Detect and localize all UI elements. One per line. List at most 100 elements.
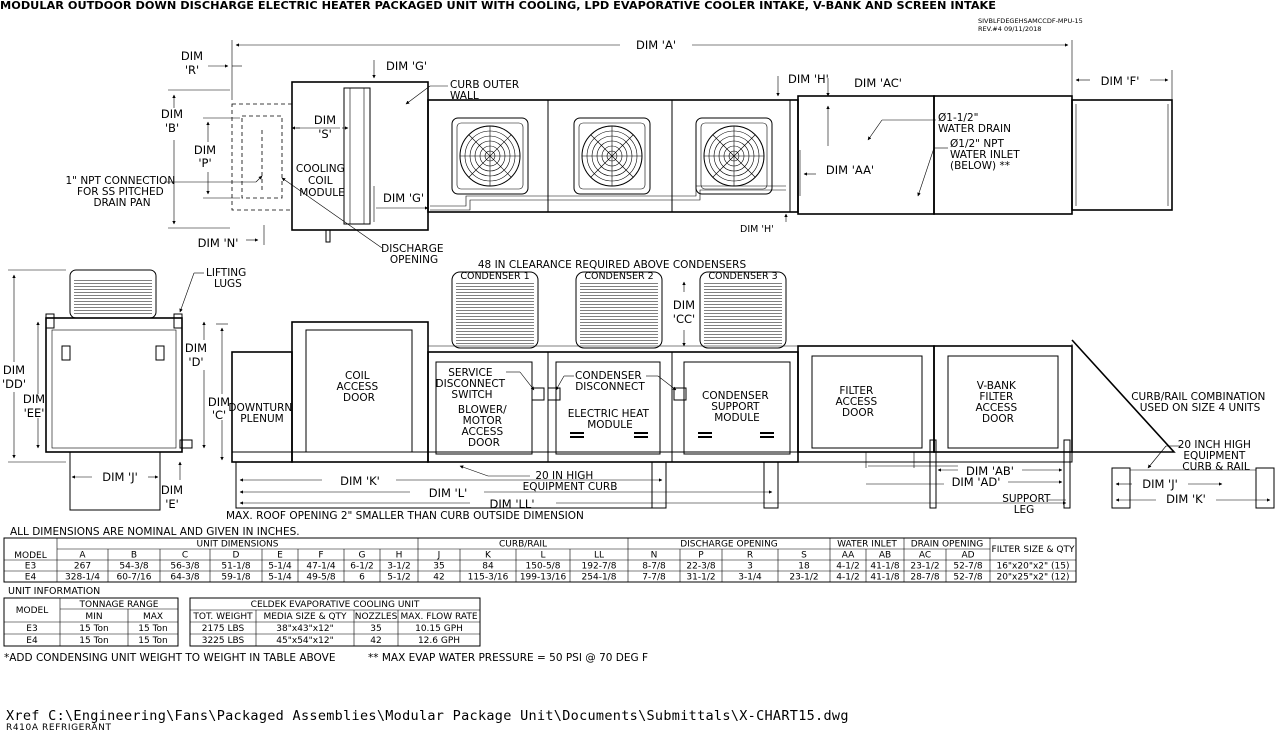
- table-cell: 6-1/2: [350, 562, 373, 572]
- table-cell: E3: [25, 562, 36, 572]
- celdek-column-header: MAX. FLOW RATE: [400, 612, 477, 622]
- table-cell: 28-7/8: [910, 573, 939, 583]
- dim-g-top-label: DIM 'G': [386, 59, 427, 73]
- blower-motor-label: BLOWER/ MOTOR ACCESS DOOR: [458, 404, 510, 449]
- table-cell: 4-1/2: [836, 562, 859, 572]
- table-cell: 49-5/8: [306, 573, 335, 583]
- curb-rail-combo-label: CURB/RAIL COMBINATION USED ON SIZE 4 UNI…: [1131, 391, 1269, 414]
- table-column-header: AC: [919, 551, 931, 561]
- footnote-pressure: ** MAX EVAP WATER PRESSURE = 50 PSI @ 70…: [368, 652, 648, 664]
- table-cell: 5-1/2: [387, 573, 410, 583]
- table-cell: 18: [798, 562, 810, 572]
- vbank-filter-label: V-BANK FILTER ACCESS DOOR: [976, 380, 1021, 425]
- table-group-header: FILTER SIZE & QTY: [992, 545, 1075, 555]
- curb-outer-wall-label: CURB OUTER WALL: [450, 79, 523, 102]
- table-cell: 60-7/16: [117, 573, 152, 583]
- table-cell: 59-1/8: [221, 573, 250, 583]
- table-cell: 150-5/8: [526, 562, 561, 572]
- table-cell: 15 Ton: [79, 636, 109, 646]
- refrigerant-note: R410A REFRIGERANT: [6, 723, 112, 733]
- table-cell: 3: [747, 562, 753, 572]
- condenser-support-label: CONDENSER SUPPORT MODULE: [702, 390, 772, 424]
- table-cell: 51-1/8: [221, 562, 250, 572]
- dim-ad-label: DIM 'AD': [952, 475, 1001, 489]
- condenser-1-label: CONDENSER 1: [460, 271, 529, 282]
- condenser-3: CONDENSER 3: [699, 271, 787, 349]
- dim-ll-label: DIM 'LL': [490, 497, 535, 511]
- table-cell: 4-1/2: [836, 573, 859, 583]
- end-view: [45, 269, 193, 511]
- drawing-number: SIVBLFDEGEHSAMCCDF-MPU-15: [978, 17, 1083, 25]
- table-column-header: L: [540, 551, 545, 561]
- dimension-table: ALL DIMENSIONS ARE NOMINAL AND GIVEN IN …: [3, 526, 1077, 583]
- support-leg-label: SUPPORT LEG: [1002, 493, 1054, 516]
- table-cell: 10.15 GPH: [415, 624, 463, 634]
- dim-d-label-2: 'D': [188, 355, 203, 369]
- discharge-opening-label: DISCHARGE OPENING: [381, 243, 447, 266]
- table-column-header: E: [277, 551, 283, 561]
- table-cell: 8-7/8: [642, 562, 666, 572]
- dim-n-label: DIM 'N': [198, 236, 239, 250]
- dim-ee-label-2: 'EE': [24, 406, 45, 420]
- table-cell: 3225 LBS: [202, 636, 245, 646]
- table-cell: 15 Ton: [79, 624, 109, 634]
- table-column-header: P: [698, 551, 704, 561]
- dim-h-lower-label: DIM 'H': [740, 224, 774, 235]
- dim-e-label-1: DIM: [161, 483, 183, 497]
- tonnage-model-header: MODEL: [16, 606, 48, 616]
- dim-s-label-2: 'S': [318, 127, 332, 141]
- table-cell: 47-1/4: [306, 562, 335, 572]
- dim-b-label-2: 'B': [165, 121, 179, 135]
- celdek-group-header: CELDEK EVAPORATIVE COOLING UNIT: [251, 600, 420, 610]
- side-view: 48 IN CLEARANCE REQUIRED ABOVE CONDENSER…: [2, 259, 1275, 522]
- dim-p-label-2: 'P': [198, 156, 211, 170]
- table-group-header: CURB/RAIL: [499, 540, 547, 550]
- dim-a-label: DIM 'A': [636, 38, 676, 52]
- dim-r-label-1: DIM: [181, 49, 203, 63]
- dim-b-label-1: DIM: [161, 107, 183, 121]
- table-group-header: WATER INLET: [837, 540, 897, 550]
- drawing-title: MODULAR OUTDOOR DOWN DISCHARGE ELECTRIC …: [0, 0, 996, 12]
- service-disconnect-label: SERVICE DISCONNECT SWITCH: [436, 367, 509, 401]
- table-column-header: S: [801, 551, 807, 561]
- table-cell: E4: [26, 636, 38, 646]
- dim-j-label: DIM 'J': [102, 470, 138, 484]
- table-cell: E3: [26, 624, 37, 634]
- dim-d-label-1: DIM: [185, 341, 207, 355]
- equipment-curb-label: 20 IN HIGH EQUIPMENT CURB: [523, 470, 618, 493]
- table-column-header: MODEL: [14, 551, 46, 561]
- table-column-header: G: [359, 551, 366, 561]
- footnote-weight: *ADD CONDENSING UNIT WEIGHT TO WEIGHT IN…: [4, 652, 335, 664]
- table-cell: 3-1/2: [387, 562, 410, 572]
- table-cell: 52-7/8: [953, 573, 982, 583]
- table-group-header: UNIT DIMENSIONS: [197, 540, 279, 550]
- table-cell: 3-1/4: [738, 573, 762, 583]
- cooling-coil-module-label: COOLING COIL MODULE: [296, 163, 348, 199]
- lifting-lugs-label: LIFTING LUGS: [206, 267, 250, 290]
- condenser-disconnect-label: CONDENSER DISCONNECT: [575, 370, 645, 393]
- table-cell: 192-7/8: [582, 562, 617, 572]
- table-cell: 15 Ton: [138, 624, 168, 634]
- table-cell: 267: [74, 562, 91, 572]
- table-cell: 12.6 GPH: [418, 636, 460, 646]
- table-cell: 254-1/8: [582, 573, 617, 583]
- condenser-2: CONDENSER 2: [575, 271, 663, 349]
- table-cell: 56-3/8: [170, 562, 199, 572]
- dim-ac-label: DIM 'AC': [854, 76, 902, 90]
- table-column-header: N: [651, 551, 658, 561]
- dim-j2-label: DIM 'J': [1142, 477, 1178, 491]
- dim-h-top-label: DIM 'H': [788, 72, 829, 86]
- tonnage-group-header: TONNAGE RANGE: [78, 600, 158, 610]
- condenser-2-label: CONDENSER 2: [584, 271, 653, 282]
- water-drain-label: Ø1-1/2" WATER DRAIN: [938, 112, 1011, 135]
- table-cell: 41-1/8: [870, 562, 899, 572]
- table-group-header: DRAIN OPENING: [911, 540, 984, 550]
- electric-heat-label: ELECTRIC HEAT MODULE: [568, 408, 653, 431]
- dim-f-label: DIM 'F': [1101, 74, 1140, 88]
- table-cell: 328-1/4: [65, 573, 100, 583]
- table-column-header: D: [233, 551, 240, 561]
- table-cell: 41-1/8: [870, 573, 899, 583]
- dim-e-label-2: 'E': [165, 497, 179, 511]
- dim-cc-label-1: DIM: [673, 298, 695, 312]
- dim-c-label-1: DIM: [208, 395, 230, 409]
